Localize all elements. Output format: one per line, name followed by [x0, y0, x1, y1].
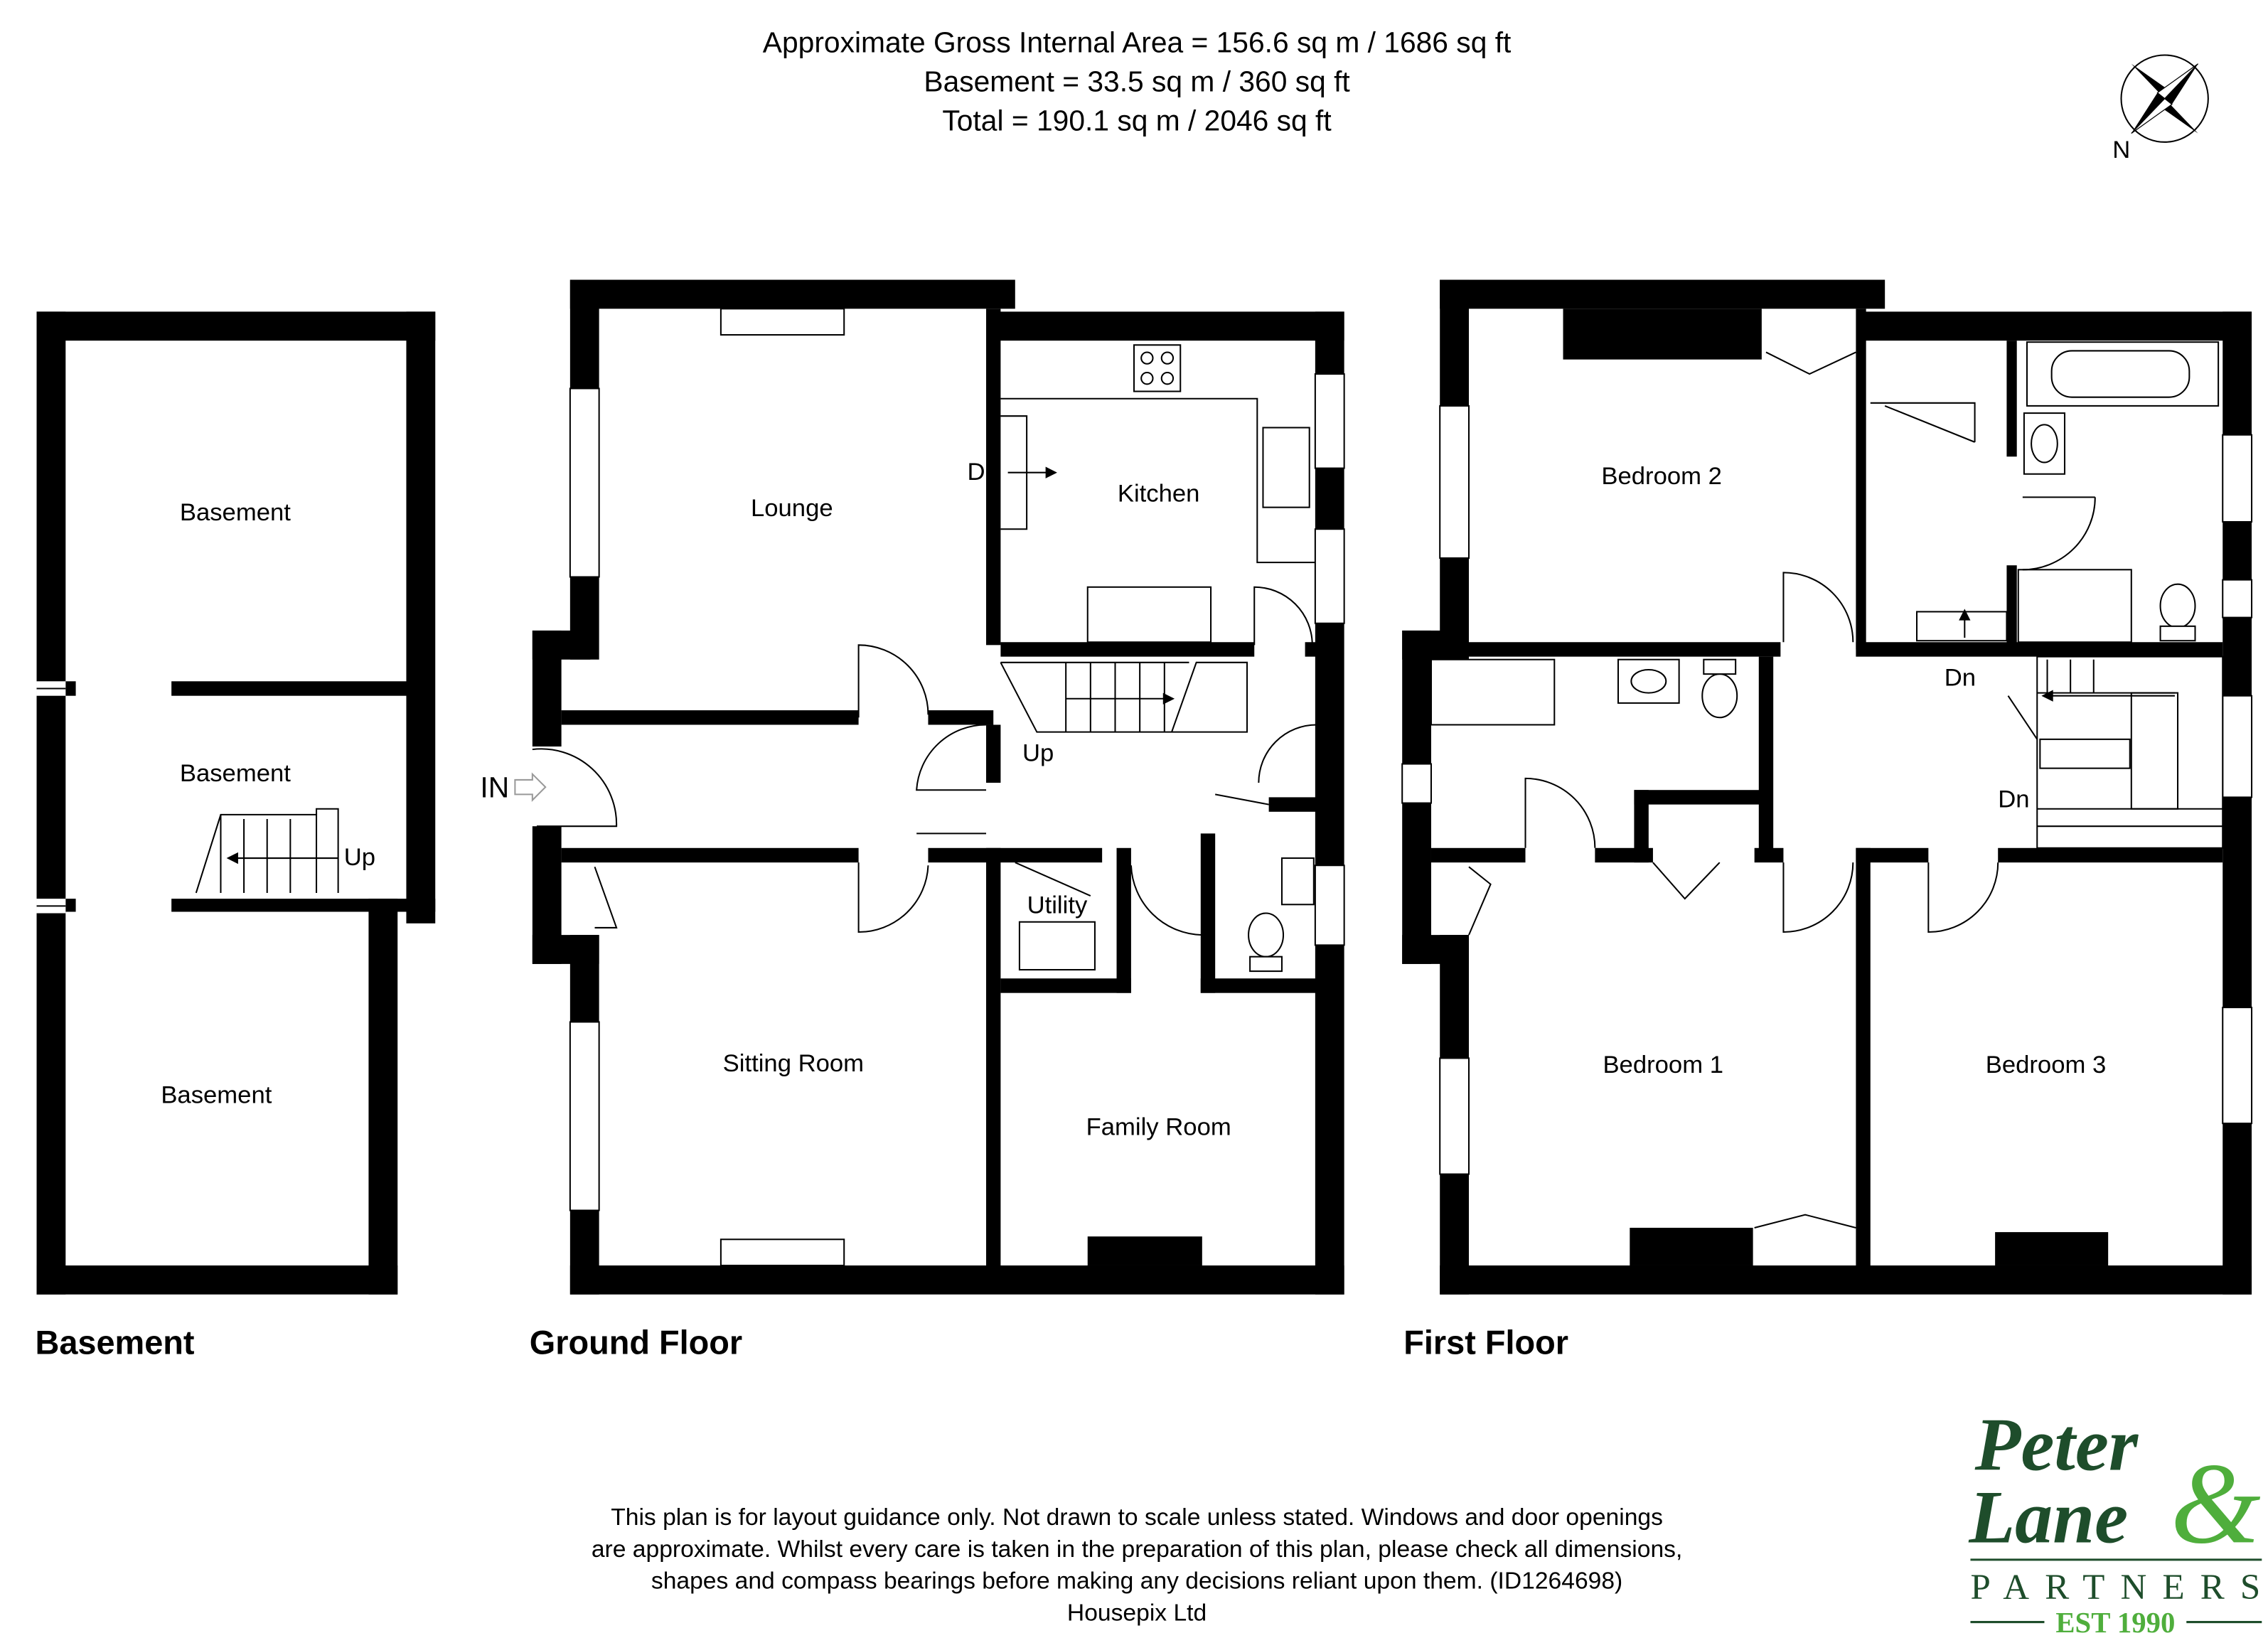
- basement-stairs: [195, 808, 339, 894]
- disclaimer-line-2: are approximate. Whilst every care is ta…: [592, 1536, 1682, 1563]
- logo-lane-text: Lane: [1968, 1475, 2128, 1558]
- total-area-text: Total = 190.1 sq m / 2046 sq ft: [942, 105, 1332, 137]
- first-floor-stairs: [1916, 609, 2224, 849]
- basement-floor-title: Basement: [35, 1324, 194, 1361]
- gross-area-text: Approximate Gross Internal Area = 156.6 …: [763, 26, 1512, 58]
- lounge-label: Lounge: [751, 495, 833, 522]
- first-stairs-down-label-2: Dn: [1998, 786, 2029, 813]
- logo-partners-text: PARTNERS: [1970, 1568, 2260, 1607]
- basement-plan: [36, 311, 436, 1295]
- ground-stairs-up-label: Up: [1022, 739, 1054, 766]
- sitting-room-label: Sitting Room: [723, 1050, 864, 1077]
- logo-ampersand: &: [2171, 1440, 2261, 1568]
- basement-stairs-up-label: Up: [344, 844, 375, 871]
- basement-room-1-label: Basement: [180, 499, 291, 526]
- kitchen-label: Kitchen: [1118, 480, 1200, 507]
- ground-stairs-down-label: Dn: [968, 459, 999, 486]
- first-stairs-down-label-1: Dn: [1945, 664, 1976, 691]
- compass-north-label: N: [2112, 136, 2130, 164]
- disclaimer-line-1: This plan is for layout guidance only. N…: [611, 1504, 1663, 1531]
- ground-floor-stairs: [1000, 661, 1248, 733]
- ground-floor-title: Ground Floor: [530, 1324, 742, 1361]
- basement-room-3-label: Basement: [161, 1082, 272, 1109]
- entrance-arrow-icon: [514, 772, 547, 802]
- family-room-label: Family Room: [1086, 1113, 1231, 1140]
- entrance-label: IN: [480, 771, 509, 803]
- logo-est-text: EST 1990: [2055, 1607, 2175, 1638]
- disclaimer-line-3: shapes and compass bearings before makin…: [651, 1568, 1622, 1595]
- bedroom-2-label: Bedroom 2: [1601, 463, 1722, 490]
- bedroom-3-label: Bedroom 3: [1986, 1051, 2107, 1078]
- bedroom-1-label: Bedroom 1: [1603, 1051, 1723, 1078]
- compass-rose-icon: [2120, 54, 2209, 143]
- ground-floor-plan: [532, 279, 1345, 1295]
- disclaimer-line-4: Housepix Ltd: [1067, 1600, 1207, 1627]
- utility-label: Utility: [1027, 892, 1088, 919]
- basement-area-text: Basement = 33.5 sq m / 360 sq ft: [924, 65, 1350, 97]
- basement-room-2-label: Basement: [180, 760, 291, 787]
- first-floor-plan: [1401, 279, 2253, 1295]
- first-floor-title: First Floor: [1403, 1324, 1568, 1361]
- peter-lane-partners-logo: Peter Lane & PARTNERS EST 1990: [1968, 1403, 2262, 1638]
- logo-peter-text: Peter: [1974, 1403, 2139, 1486]
